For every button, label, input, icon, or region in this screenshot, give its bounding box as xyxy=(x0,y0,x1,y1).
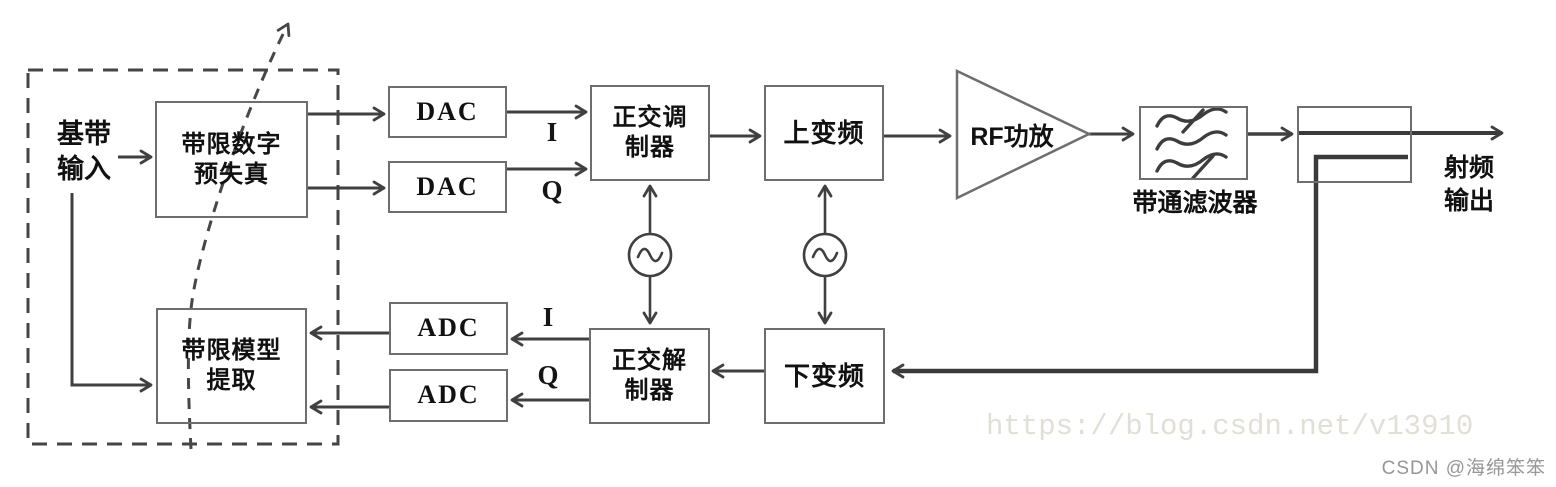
adc-i-label: ADC xyxy=(417,313,480,343)
i-forward-label: I xyxy=(546,117,558,147)
q-forward-label: Q xyxy=(541,175,563,205)
bandpass-filter-icon xyxy=(1155,107,1228,180)
rf-amplifier-label: RF功放 xyxy=(970,123,1054,151)
dpd-dashed-boundary xyxy=(26,68,340,446)
dac-q-label: DAC xyxy=(416,171,479,201)
dac-q-box: DAC xyxy=(388,161,507,213)
adc-q-box: ADC xyxy=(389,369,508,422)
line-baseband-to-model-extraction xyxy=(70,193,153,393)
quadrature-demodulator-box: 正交解 制器 xyxy=(589,328,710,424)
oscillator-1-icon xyxy=(627,232,673,278)
quadrature-demodulator-label: 正交解 制器 xyxy=(612,347,687,404)
baseband-input-label: 基带 输入 xyxy=(57,119,111,185)
rf-output-label: 射频 输出 xyxy=(1443,154,1494,215)
watermark-url: https://blog.csdn.net/v13910 xyxy=(986,410,1474,443)
predistortion-box: 带限数字 预失真 xyxy=(155,101,308,218)
oscillator-2-icon xyxy=(802,232,848,278)
model-extraction-label: 带限模型 提取 xyxy=(181,337,282,394)
adc-i-box: ADC xyxy=(389,302,508,355)
i-feedback-label: I xyxy=(542,302,554,332)
adc-q-label: ADC xyxy=(417,380,480,410)
csdn-credit: CSDN @海绵笨笨 xyxy=(1381,458,1546,479)
dashed-curve-arrow xyxy=(186,22,291,450)
quadrature-modulator-label: 正交调 制器 xyxy=(612,104,688,161)
bandpass-filter-label: 带通滤波器 xyxy=(1132,189,1258,217)
dac-i-label: DAC xyxy=(416,96,479,126)
coupler-box xyxy=(1297,106,1412,183)
feedback-line-coupler-to-downconverter xyxy=(891,154,1408,379)
model-extraction-box: 带限模型 提取 xyxy=(156,308,307,424)
quadrature-modulator-box: 正交调 制器 xyxy=(590,85,710,181)
upconverter-box: 上变频 xyxy=(764,85,884,181)
bandpass-filter-box xyxy=(1139,106,1248,180)
q-feedback-label: Q xyxy=(537,360,559,390)
downconverter-label: 下变频 xyxy=(783,360,865,391)
downconverter-box: 下变频 xyxy=(764,328,885,424)
dac-i-box: DAC xyxy=(388,86,507,138)
predistortion-label: 带限数字 预失真 xyxy=(181,130,282,188)
rf-amplifier-triangle xyxy=(955,69,1092,200)
upconverter-label: 上变频 xyxy=(783,117,865,148)
